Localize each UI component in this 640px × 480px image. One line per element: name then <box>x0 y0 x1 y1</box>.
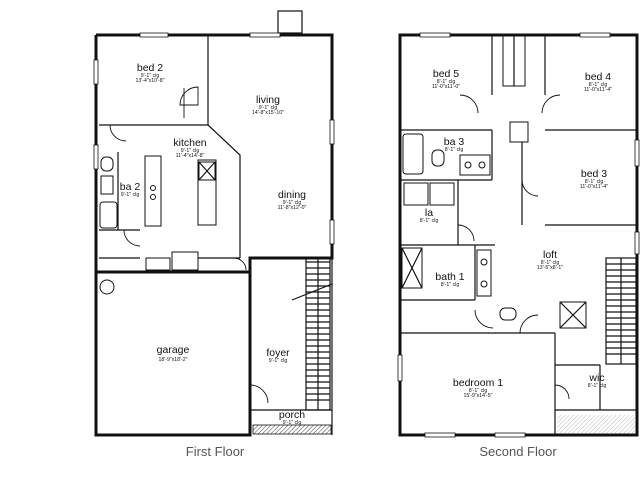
svg-text:8'-1" clg: 8'-1" clg <box>445 147 464 153</box>
first-floor-plan <box>93 10 335 437</box>
second-floor-caption: Second Floor <box>479 444 557 459</box>
first-floor-exterior-wall <box>94 33 334 437</box>
room-name-kitchen: kitchen <box>173 137 206 149</box>
svg-text:11'-0"x11'-4": 11'-0"x11'-4" <box>580 184 608 190</box>
room-name-dining: dining <box>278 189 306 201</box>
room-name-loft: loft <box>543 249 557 261</box>
room-name-porch: porch <box>279 409 305 421</box>
vanity-bath1 <box>476 249 492 297</box>
room-name-bed2: bed 2 <box>137 62 163 74</box>
svg-text:11'-0"x11'-4": 11'-0"x11'-4" <box>584 87 612 93</box>
dryer <box>429 182 455 206</box>
svg-text:14'-8"x15'-10": 14'-8"x15'-10" <box>252 110 284 116</box>
svg-text:8'-1" clg: 8'-1" clg <box>469 388 488 394</box>
bathtub-ba2 <box>99 201 118 229</box>
toilet-ba2 <box>100 156 114 172</box>
room-name-garage: garage <box>157 344 190 356</box>
first-floor-labels: bed 2 9'-1" clg 13'-4"x10'-8" living 9'-… <box>120 62 307 426</box>
bathtub-ba3 <box>402 133 424 175</box>
svg-text:11'-0"x11'-0": 11'-0"x11'-0" <box>432 84 460 90</box>
svg-text:11'-8"x12'-0": 11'-8"x12'-0" <box>278 205 307 211</box>
svg-text:9'-1" clg: 9'-1" clg <box>269 358 288 364</box>
room-name-foyer: foyer <box>266 347 290 359</box>
svg-text:9'-1" clg: 9'-1" clg <box>283 200 302 206</box>
svg-text:11'-4"x14'-8": 11'-4"x14'-8" <box>176 153 205 159</box>
second-floor-labels: bed 5 8'-1" clg 11'-0"x11'-0" bed 4 8'-1… <box>420 68 612 399</box>
attic-access <box>509 121 529 143</box>
washer <box>403 182 429 206</box>
svg-text:9'-1" clg: 9'-1" clg <box>259 105 278 111</box>
svg-text:15'-9"x14'-5": 15'-9"x14'-5" <box>463 393 492 399</box>
svg-text:9'-1" clg: 9'-1" clg <box>283 420 302 426</box>
water-heater <box>99 279 115 295</box>
svg-text:13'-5"x8'-1": 13'-5"x8'-1" <box>537 265 563 271</box>
svg-text:18'-9"x18'-2": 18'-9"x18'-2" <box>158 357 187 363</box>
room-name-bed4: bed 4 <box>585 71 611 83</box>
vanity-ba3 <box>459 154 491 176</box>
room-name-bath1: bath 1 <box>435 271 464 283</box>
svg-text:8'-1" clg: 8'-1" clg <box>420 218 439 224</box>
room-name-ba3: ba 3 <box>444 136 465 148</box>
toilet-bath1 <box>499 307 517 321</box>
porch-floor <box>252 424 332 435</box>
first-floor-caption: First Floor <box>186 444 245 459</box>
svg-text:8'-1" clg: 8'-1" clg <box>588 383 607 389</box>
svg-text:8'-1" clg: 8'-1" clg <box>585 179 604 185</box>
room-name-ba2: ba 2 <box>120 181 141 193</box>
room-name-bed5: bed 5 <box>433 68 459 80</box>
svg-text:8'-1" clg: 8'-1" clg <box>441 282 460 288</box>
svg-text:9'-1" clg: 9'-1" clg <box>121 192 140 198</box>
room-name-la: la <box>425 207 433 219</box>
svg-text:8'-1" clg: 8'-1" clg <box>437 79 456 85</box>
sink-ba2 <box>100 175 114 195</box>
svg-text:13'-4"x10'-8": 13'-4"x10'-8" <box>135 78 164 84</box>
svg-text:8'-1" clg: 8'-1" clg <box>541 260 560 266</box>
pantry <box>171 251 199 271</box>
svg-text:8'-1" clg: 8'-1" clg <box>589 82 608 88</box>
toilet-ba3 <box>431 149 445 167</box>
balcony-railing <box>557 415 635 433</box>
second-floor-plan <box>397 32 640 438</box>
room-name-living: living <box>256 94 280 106</box>
stairs-first-floor <box>291 257 333 411</box>
room-name-bedroom1: bedroom 1 <box>453 377 503 389</box>
room-name-wic: wic <box>588 372 604 384</box>
room-name-bed3: bed 3 <box>581 168 607 180</box>
svg-text:9'-1" clg: 9'-1" clg <box>141 73 160 79</box>
stairs-second-floor <box>605 257 637 365</box>
svg-text:9'-1" clg: 9'-1" clg <box>181 148 200 154</box>
cooktop-burner <box>150 185 156 191</box>
chimney <box>277 10 303 34</box>
